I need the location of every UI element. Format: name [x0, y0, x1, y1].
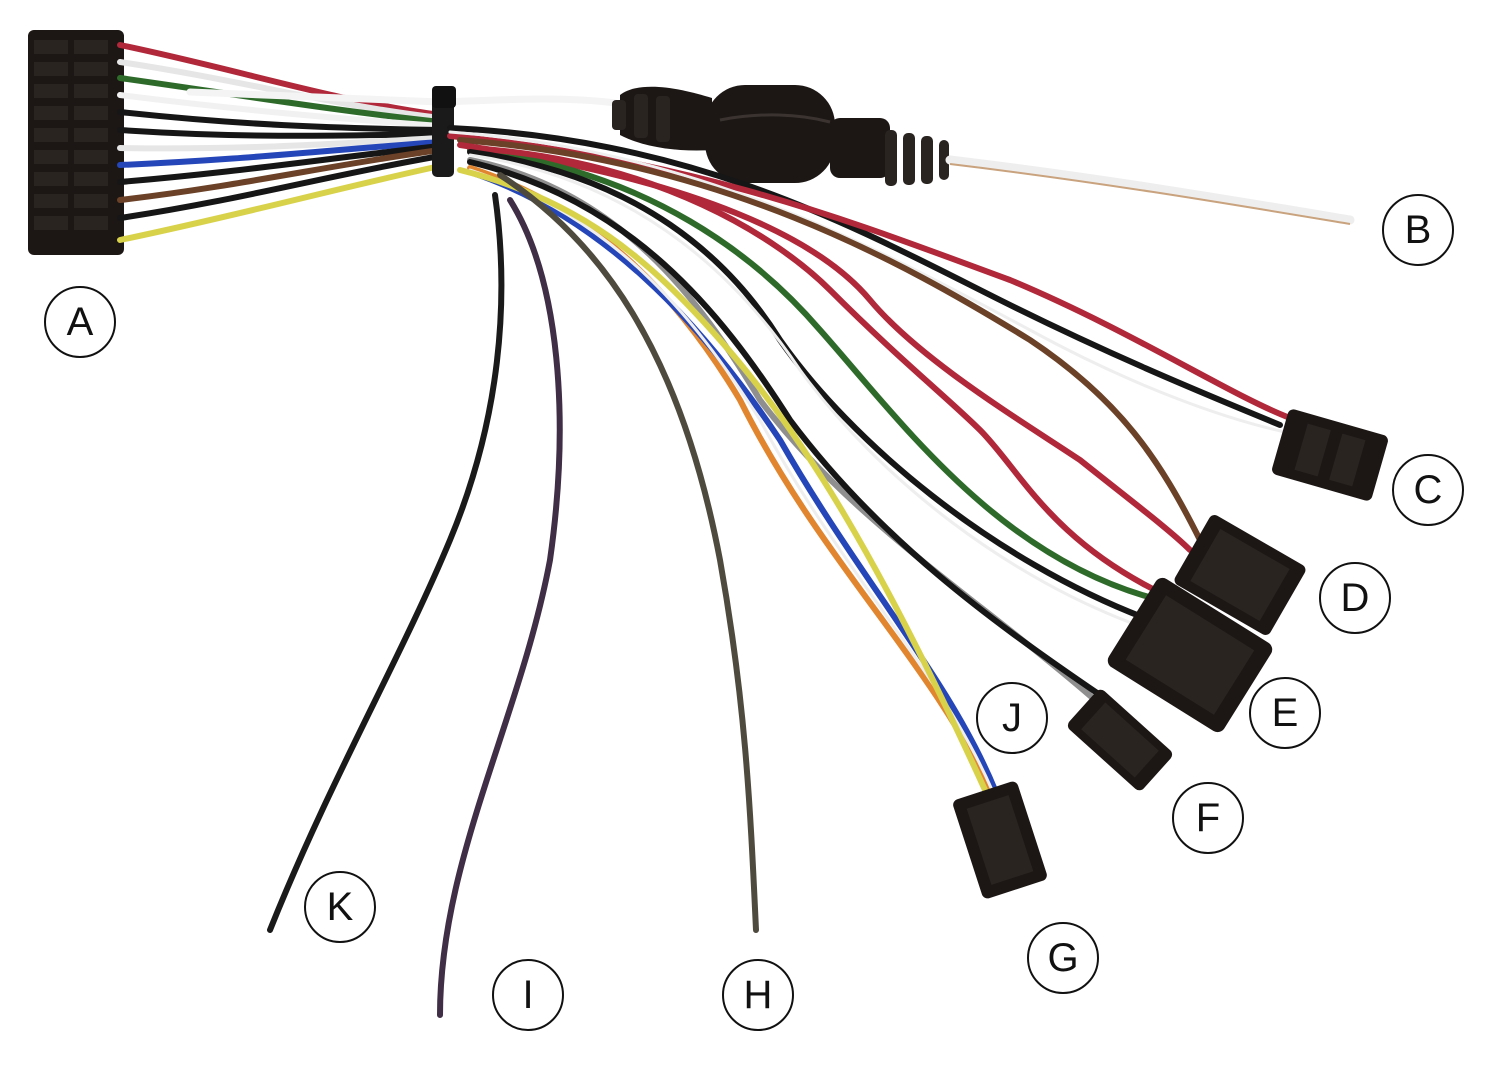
bundle-wires	[117, 42, 619, 243]
connector-c	[1272, 409, 1388, 501]
connector-a	[28, 30, 124, 255]
label-a: A	[44, 286, 116, 358]
connector-d	[1174, 515, 1306, 635]
label-h: H	[722, 959, 794, 1031]
connector-f	[1067, 689, 1173, 791]
label-b: B	[1382, 194, 1454, 266]
cable-tie	[432, 86, 456, 177]
label-c: C	[1392, 454, 1464, 526]
label-e: E	[1249, 677, 1321, 749]
connector-g	[953, 781, 1047, 899]
label-g: G	[1027, 922, 1099, 994]
label-i: I	[492, 959, 564, 1031]
fanout-wires	[267, 125, 1293, 1018]
fuse-holder	[612, 85, 1355, 225]
label-d: D	[1319, 562, 1391, 634]
label-k: K	[304, 871, 376, 943]
connector-e	[1107, 577, 1273, 733]
label-f: F	[1172, 782, 1244, 854]
label-j: J	[976, 682, 1048, 754]
